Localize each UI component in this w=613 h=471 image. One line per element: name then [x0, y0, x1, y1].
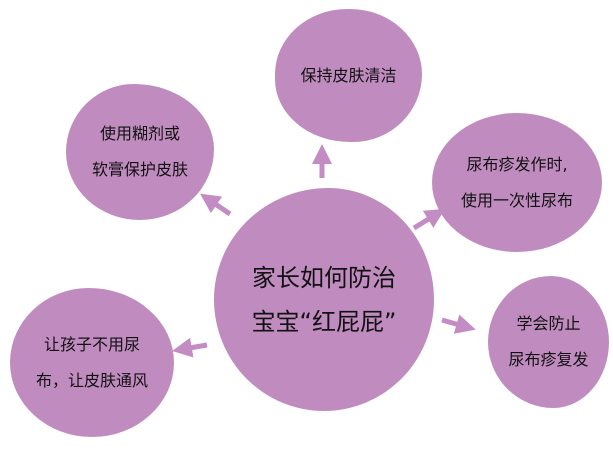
center-title-line-2: 宝宝“红屁屁” [251, 307, 397, 336]
node-bubble-top: 保持皮肤清洁 [275, 9, 422, 142]
center-topic-bubble: 家长如何防治 宝宝“红屁屁” [214, 188, 434, 411]
node-bubble-right: 学会防止 尿布疹复发 [488, 276, 609, 408]
arrow-to-top-left [200, 193, 232, 217]
node-bubble-left: 让孩子不用尿 布，让皮肤通风 [10, 288, 174, 437]
node-top-right-line-1: 尿布疹发作时, [466, 154, 568, 174]
arrow-to-left [172, 337, 208, 358]
center-title-line-1: 家长如何防治 [252, 263, 396, 292]
node-right-line-2: 尿布疹复发 [508, 350, 589, 369]
node-bubble-top-right: 尿布疹发作时, 使用一次性尿布 [432, 113, 602, 252]
node-right-line-1: 学会防止 [516, 314, 581, 333]
node-top-line-1: 保持皮肤清洁 [300, 65, 397, 85]
node-top-right-line-2: 使用一次性尿布 [460, 190, 573, 210]
node-top-left-line-1: 使用糊剂或 [99, 124, 180, 143]
arrow-to-right [441, 314, 476, 334]
node-bubble-top-left: 使用糊剂或 软膏保护皮肤 [66, 84, 214, 220]
node-top-left-line-2: 软膏保护皮肤 [91, 160, 188, 179]
arrow-to-top-right [412, 208, 446, 231]
node-left-line-2: 布，让皮肤通风 [35, 370, 148, 390]
node-left-line-1: 让孩子不用尿 [43, 334, 140, 354]
